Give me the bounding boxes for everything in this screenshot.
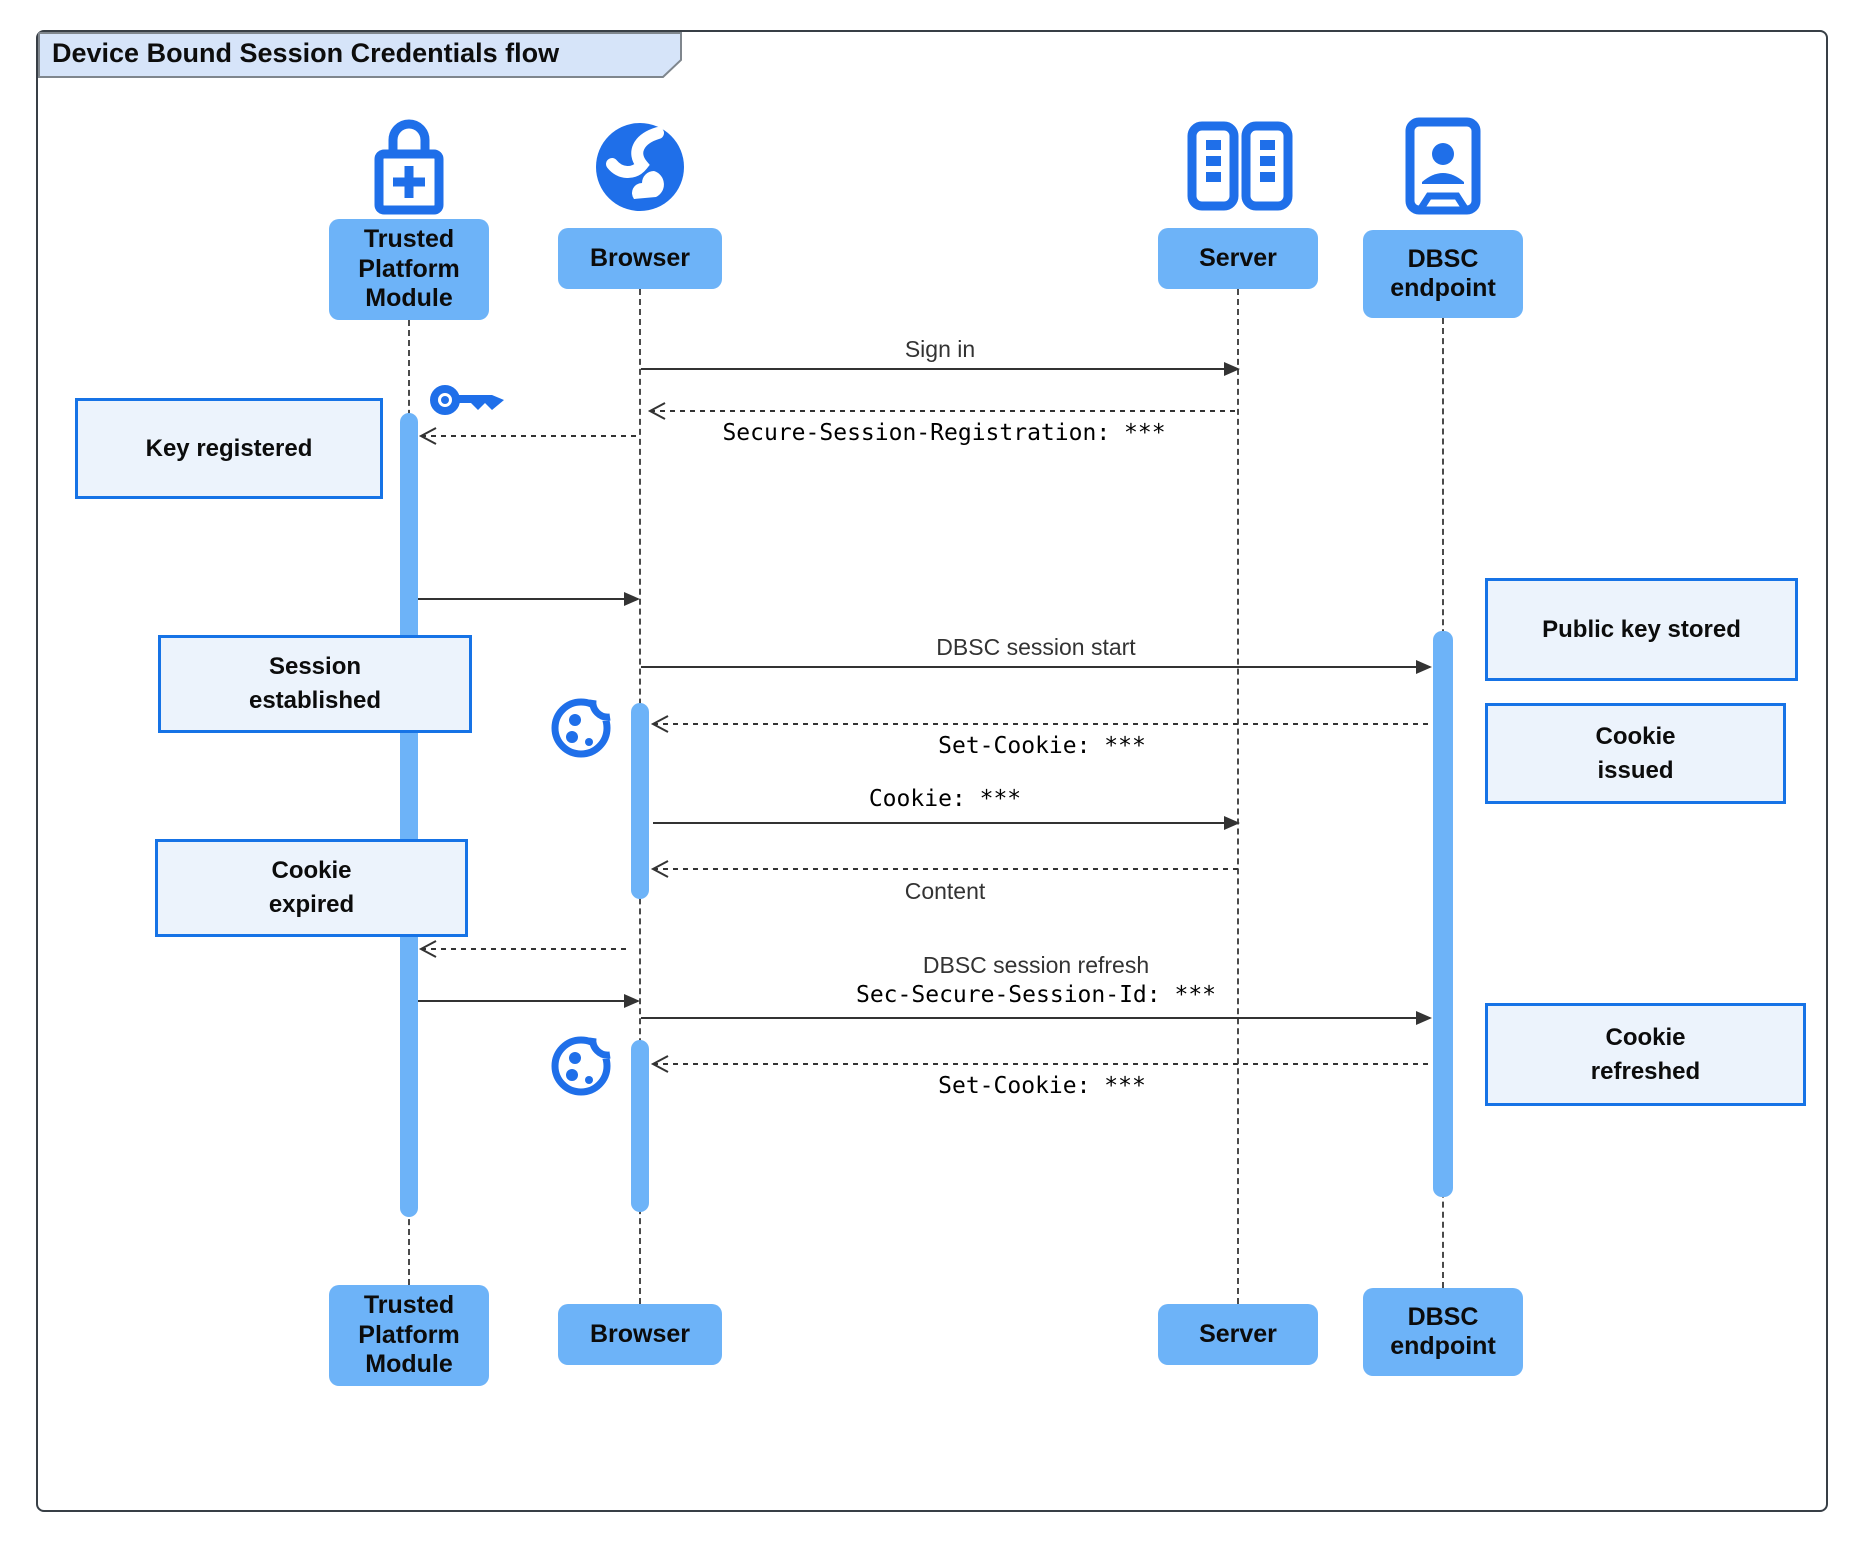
arrowhead-open <box>418 940 437 958</box>
cookie-icon <box>551 691 616 758</box>
arrowhead-filled <box>1416 1011 1432 1025</box>
actor-label: DBSC endpoint <box>1390 244 1496 303</box>
message-label: Set-Cookie: *** <box>938 733 1146 759</box>
arrow-server-to-browser <box>650 860 1238 878</box>
actor-label: Server <box>1199 243 1277 272</box>
actor-server-bottom: Server <box>1158 1304 1318 1365</box>
actor-tpm-bottom: Trusted Platform Module <box>329 1285 489 1386</box>
note-key-registered: Key registered <box>75 398 383 499</box>
message-label: Content <box>904 878 986 904</box>
arrowhead-open <box>650 860 669 878</box>
key-icon <box>430 385 504 415</box>
activation-browser-1 <box>631 703 649 899</box>
arrowhead-filled <box>624 592 640 606</box>
arrowhead-open <box>650 715 669 733</box>
arrowhead-open <box>647 402 666 420</box>
note-cookie-expired: Cookie expired <box>155 839 468 937</box>
actor-label: Trusted Platform Module <box>358 225 460 313</box>
actor-label: Browser <box>589 1319 691 1348</box>
actor-label: Trusted Platform Module <box>358 1291 460 1379</box>
note-label: Key registered <box>145 434 313 462</box>
actor-label: DBSC endpoint <box>1390 1302 1496 1361</box>
activation-dbsc <box>1433 631 1453 1197</box>
note-cookie-refreshed: Cookie refreshed <box>1485 1003 1806 1106</box>
lifeline-server <box>1237 289 1239 1304</box>
arrow-dbsc-to-browser <box>650 1055 1433 1073</box>
server-icon <box>1187 121 1293 211</box>
message-label: DBSC session refresh <box>922 952 1150 978</box>
message-label: Secure-Session-Registration: *** <box>722 420 1166 446</box>
arrowhead-filled <box>1224 362 1240 376</box>
note-label: Cookie refreshed <box>1590 1023 1701 1085</box>
arrow-server-to-browser <box>647 402 1238 420</box>
actor-browser-top: Browser <box>558 228 722 289</box>
actor-label: Server <box>1199 1319 1277 1348</box>
arrow-dbsc-to-browser <box>650 715 1433 733</box>
actor-dbsc-bottom: DBSC endpoint <box>1363 1288 1523 1376</box>
diagram-title: Device Bound Session Credentials flow <box>52 38 560 68</box>
actor-browser-bottom: Browser <box>558 1304 722 1365</box>
message-label: Cookie: *** <box>868 786 1022 812</box>
arrowhead-filled <box>624 994 640 1008</box>
message-label: DBSC session start <box>936 634 1136 660</box>
arrowhead-filled <box>1224 816 1240 830</box>
arrow-tpm-to-browser <box>418 592 640 606</box>
arrowhead-filled <box>1416 660 1432 674</box>
activation-browser-2 <box>631 1040 649 1212</box>
note-label: Public key stored <box>1542 615 1741 643</box>
arrow-browser-to-dbsc <box>641 1011 1432 1025</box>
message-label: Sec-Secure-Session-Id: *** <box>855 982 1217 1008</box>
note-label: Cookie expired <box>268 857 355 918</box>
arrow-browser-to-server <box>641 362 1240 376</box>
lock-plus-icon <box>374 119 444 215</box>
cookie-icon <box>551 1029 616 1096</box>
diagram-title-tab <box>38 32 682 78</box>
arrow-browser-to-tpm <box>418 940 631 958</box>
globe-icon <box>596 123 684 211</box>
note-label: Cookie issued <box>1595 722 1676 784</box>
actor-dbsc-top: DBSC endpoint <box>1363 230 1523 318</box>
message-label: Set-Cookie: *** <box>938 1073 1146 1099</box>
door-person-icon <box>1405 117 1481 215</box>
note-label: Session established <box>248 653 382 714</box>
arrowhead-open <box>650 1055 669 1073</box>
arrow-browser-to-dbsc <box>641 660 1432 674</box>
arrow-browser-to-server <box>653 816 1240 830</box>
arrowhead-open <box>418 427 437 445</box>
message-label: Sign in <box>904 336 976 362</box>
arrow-tpm-to-browser <box>418 994 640 1008</box>
actor-tpm-top: Trusted Platform Module <box>329 219 489 320</box>
actor-server-top: Server <box>1158 228 1318 289</box>
actor-label: Browser <box>589 243 691 272</box>
arrow-browser-to-tpm <box>418 427 640 445</box>
note-public-key-stored: Public key stored <box>1485 578 1798 681</box>
note-cookie-issued: Cookie issued <box>1485 703 1786 804</box>
activation-tpm <box>400 413 418 1217</box>
note-session-established: Session established <box>158 635 472 733</box>
